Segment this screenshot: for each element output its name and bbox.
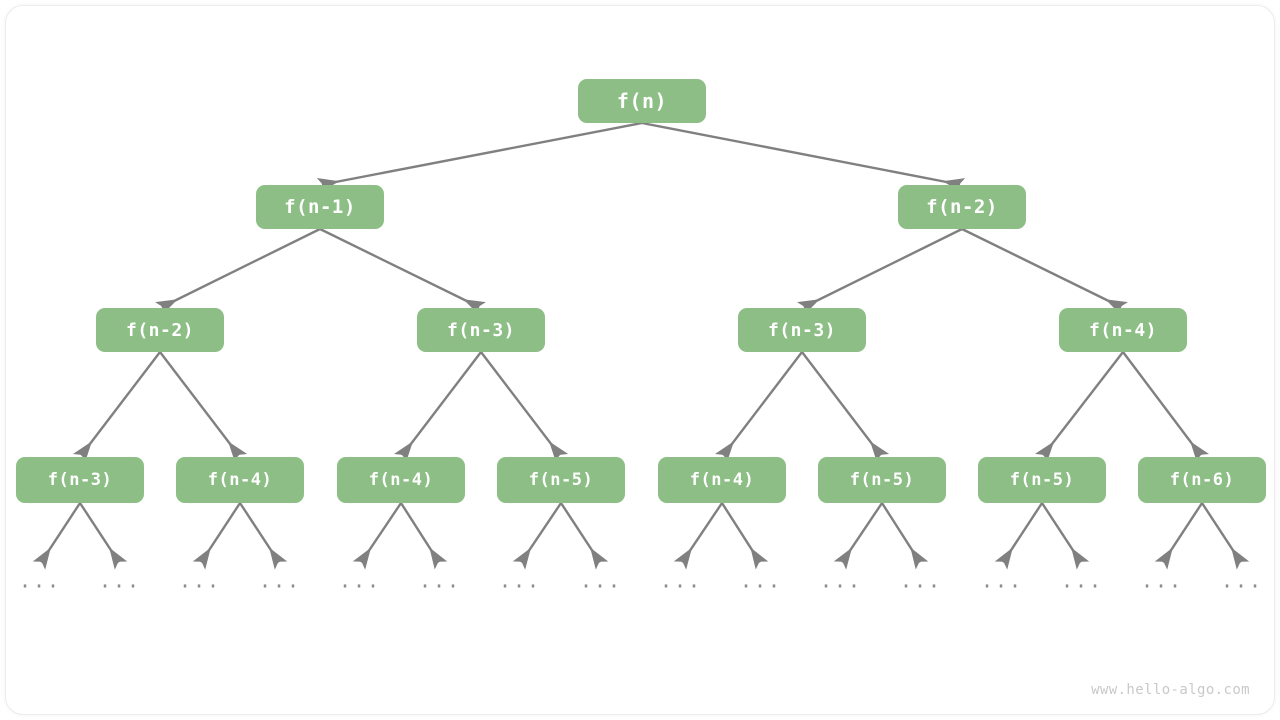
tree-node-n7[interactable]: f(n-3)	[16, 457, 144, 503]
ellipsis-marker: ···	[1220, 574, 1264, 598]
watermark: www.hello-algo.com	[1091, 682, 1250, 698]
ellipsis-marker: ···	[178, 574, 222, 598]
tree-node-n14[interactable]: f(n-6)	[1138, 457, 1266, 503]
tree-node-n13[interactable]: f(n-5)	[978, 457, 1106, 503]
tree-node-n1[interactable]: f(n-1)	[256, 185, 384, 229]
tree-node-n3[interactable]: f(n-2)	[96, 308, 224, 352]
tree-node-n0[interactable]: f(n)	[578, 79, 706, 123]
tree-node-n11[interactable]: f(n-4)	[658, 457, 786, 503]
ellipsis-marker: ···	[498, 574, 542, 598]
ellipsis-marker: ···	[1060, 574, 1104, 598]
tree-node-n4[interactable]: f(n-3)	[417, 308, 545, 352]
ellipsis-marker: ···	[980, 574, 1024, 598]
ellipsis-marker: ···	[418, 574, 462, 598]
ellipsis-marker: ···	[579, 574, 623, 598]
ellipsis-marker: ···	[18, 574, 62, 598]
tree-node-n10[interactable]: f(n-5)	[497, 457, 625, 503]
tree-node-n8[interactable]: f(n-4)	[176, 457, 304, 503]
ellipsis-marker: ···	[659, 574, 703, 598]
ellipsis-marker: ···	[98, 574, 142, 598]
ellipsis-marker: ···	[819, 574, 863, 598]
tree-node-n12[interactable]: f(n-5)	[818, 457, 946, 503]
ellipsis-marker: ···	[899, 574, 943, 598]
tree-node-n5[interactable]: f(n-3)	[738, 308, 866, 352]
ellipsis-marker: ···	[258, 574, 302, 598]
ellipsis-marker: ···	[338, 574, 382, 598]
tree-node-n2[interactable]: f(n-2)	[898, 185, 1026, 229]
tree-node-n9[interactable]: f(n-4)	[337, 457, 465, 503]
ellipsis-marker: ···	[1140, 574, 1184, 598]
tree-node-n6[interactable]: f(n-4)	[1059, 308, 1187, 352]
ellipsis-marker: ···	[739, 574, 783, 598]
